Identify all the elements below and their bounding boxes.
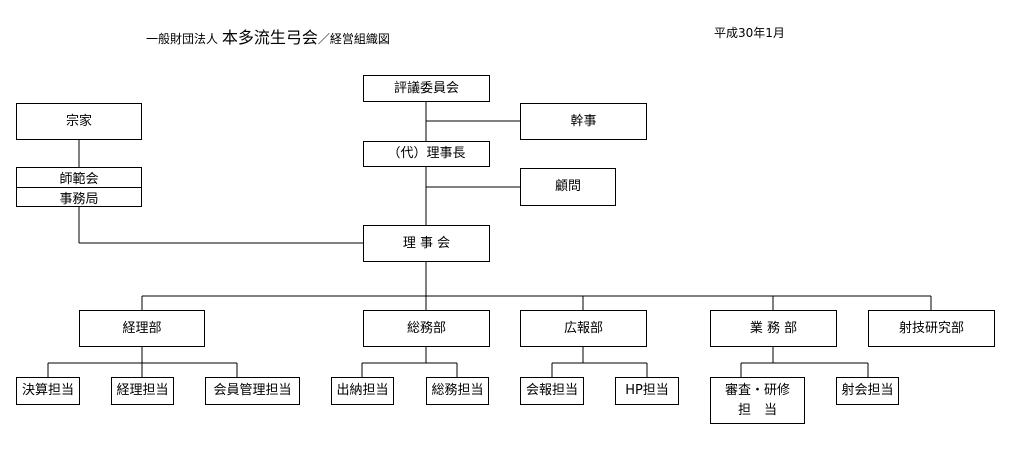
header-suffix: ／経営組織図 [317, 32, 390, 46]
node-somubu: 総務部 [363, 310, 490, 347]
header-org-name: 本多流生弓会 [221, 28, 318, 47]
node-keiri-tanto: 経理担当 [111, 377, 174, 405]
node-shinsa-line1: 審査・研修 [724, 382, 790, 398]
node-komon: 顧問 [520, 168, 616, 206]
node-kaiho: 会報担当 [520, 377, 584, 405]
node-keiribu: 経理部 [79, 310, 205, 347]
node-gyomubu: 業 務 部 [710, 310, 837, 347]
node-shagi: 射技研究部 [868, 310, 995, 347]
node-jimukyoku: 事務局 [17, 187, 141, 207]
node-somu-tanto: 総務担当 [426, 377, 489, 405]
header-date: 平成30年1月 [714, 26, 785, 40]
node-soke: 宗家 [16, 103, 142, 140]
header-title: 一般財団法人 本多流生弓会／経営組織図 [146, 24, 390, 48]
node-hp: HP担当 [615, 377, 679, 405]
node-suitou: 出納担当 [331, 377, 394, 405]
node-shihankai-jimukyoku: 師範会 事務局 [16, 167, 142, 207]
header-prefix: 一般財団法人 [146, 32, 219, 46]
node-shinsa: 審査・研修 担 当 [710, 377, 805, 424]
node-rijikai: 理 事 会 [363, 225, 490, 262]
node-rijicho: （代）理事長 [363, 141, 490, 167]
node-kessan: 決算担当 [16, 377, 80, 405]
node-kaiin-kanri: 会員管理担当 [205, 377, 300, 405]
node-shakai: 射会担当 [836, 377, 899, 405]
node-shihankai: 師範会 [59, 172, 99, 187]
node-kanji: 幹事 [520, 103, 647, 140]
node-kohobu: 広報部 [520, 310, 647, 347]
node-shinsa-line2: 担 当 [737, 402, 777, 418]
node-hyogiinkai: 評議委員会 [363, 75, 490, 102]
